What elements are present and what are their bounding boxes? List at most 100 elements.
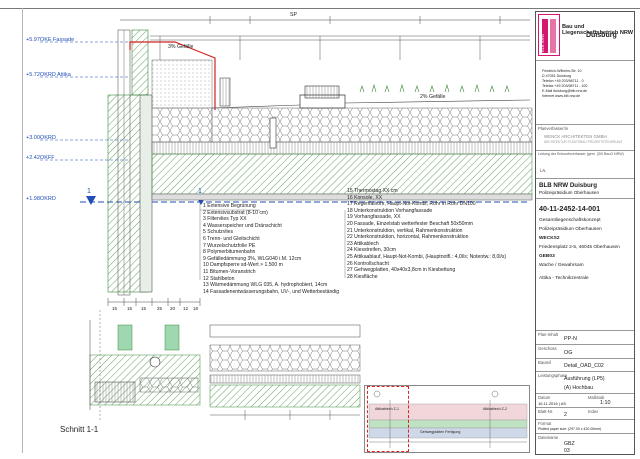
org-name: Bau und Liegenschaftsbetrieb NRW bbox=[562, 24, 634, 36]
legend-item: 15 Thermostag XX cm bbox=[347, 188, 398, 194]
legend-item: 11 Bitumen-Voranstrich bbox=[203, 268, 256, 275]
level-label-okrd-low: +1.98OKRD bbox=[26, 196, 56, 202]
roof-build-up bbox=[151, 59, 533, 201]
level-label-attika: +5.72OKRD Attika bbox=[26, 72, 71, 78]
planner-label: Planverfasser/in bbox=[538, 126, 569, 131]
level-label-facade: +5.97OKE Fassade bbox=[26, 37, 75, 43]
paper-value: Plotted paper size: (297.00 x 420.00mm) bbox=[538, 427, 602, 431]
level-label-okff: +2.42OKFF bbox=[26, 155, 55, 161]
legend-item: 13 Wärmedämmung WLG 035, A. hydrophobier… bbox=[203, 282, 328, 289]
phase-value: Ausführung (LP5) bbox=[564, 376, 605, 382]
project-line: Friedensplatz 2-5, 46045 Oberhausen bbox=[539, 245, 620, 250]
scale-value: 1:10 bbox=[600, 400, 611, 406]
phase-label: Leistungsphase bbox=[538, 373, 568, 378]
section-marker-left[interactable] bbox=[86, 196, 96, 205]
detail-value: Detail_OAD_C02 bbox=[564, 363, 604, 369]
legend-item: 17 Regenfallrohr, Haupt-Not-Kombi, Rohr … bbox=[347, 201, 476, 208]
legend-item: 3 Filtervlies Typ XX bbox=[203, 216, 247, 223]
phase-row: Leistungsphase Ausführung (LP5) (A) Hoch… bbox=[536, 371, 634, 393]
dim-value: 18 bbox=[193, 306, 199, 311]
legend-left: 1 Extensive Begrünung 2 Extensivsubstrat… bbox=[203, 203, 343, 295]
sheet-label: Blatt-Nr. bbox=[538, 409, 554, 414]
date-scale-row: Datum 16.11.2016 | AS Maßstab 1:10 bbox=[536, 393, 634, 407]
railing bbox=[150, 35, 530, 60]
key-plan-highlight[interactable] bbox=[367, 386, 409, 452]
section-title: Schnitt 1-1 bbox=[60, 425, 99, 434]
floor-label: Geschoss bbox=[538, 346, 557, 351]
dim-value: 12 bbox=[183, 306, 189, 311]
planner-block: Planverfasser/in WENCK ARCHITEKTEN GMBH … bbox=[536, 124, 634, 150]
project-line: Wache / Gewahrsam bbox=[539, 263, 584, 268]
legend-item: 18 Unterkonstruktion Vorhangfassade bbox=[347, 207, 433, 214]
dim-value: 15 bbox=[141, 306, 147, 311]
legend-item: 22 Unterkonstruktion, horizontal, Rahmen… bbox=[347, 234, 469, 241]
index-label: Index bbox=[588, 409, 599, 414]
file-label: Dateiname bbox=[538, 435, 559, 440]
address-line: Internet www.blb.nrw.de bbox=[542, 94, 581, 98]
section-marker-label-left: 1 bbox=[87, 188, 91, 195]
legend-item: 12 Stahlbeton bbox=[203, 275, 235, 282]
sheet-frame-left bbox=[22, 8, 23, 453]
attika-flashing[interactable] bbox=[129, 41, 216, 110]
key-plan-label-right: Attikablech Z-2 bbox=[483, 407, 507, 411]
plan-type-row: Plan-Inhalt PP-N bbox=[536, 330, 634, 344]
address-line: E-Mail duisburg@blb.nrw.de bbox=[542, 89, 587, 93]
detail-label: Bauteil bbox=[538, 360, 551, 365]
legend-item: 27 Gehwegplatten, 40x40x3,8cm in Kiesbet… bbox=[347, 267, 456, 274]
legend-item: 10 Dampfsperre sd-Wert > 1.500 m bbox=[203, 262, 283, 269]
legend-item: 4 Wasserspeicher und Dränschicht bbox=[203, 222, 282, 229]
slope-note-top: 3% Gefälle bbox=[168, 44, 194, 50]
project-line: Gesamtliegenschaftskonzept bbox=[539, 218, 601, 223]
date-value: 16.11.2016 | AS bbox=[538, 401, 567, 406]
planner-sub: ARCHITEKTUR STÄDTEBAU PROJEKTSTEUERUNG bbox=[544, 140, 623, 144]
legend-item: 19 Vorhangfassade, XX bbox=[347, 214, 401, 221]
project-line: Polizeipräsidium Oberhausen bbox=[539, 227, 602, 232]
legend-item: 9 Gefälledämmung 3%, WLG040 i.M. 12cm bbox=[203, 255, 302, 262]
legend-item: 25 Attikaablauf, Haupt-Not-Kombi, (Haupt… bbox=[347, 253, 507, 260]
dim-value: 20 bbox=[170, 306, 176, 311]
address-line: Telefax +49 203/98711 - 100 bbox=[542, 84, 588, 88]
dim-value: 15 bbox=[112, 306, 118, 311]
client-block: BLB NRW Duisburg Polizeipräsidium Oberha… bbox=[536, 178, 634, 198]
subphase-value: (A) Hochbau bbox=[564, 385, 594, 391]
title-block: BLB NRW Bau und Liegenschaftsbetrieb NRW… bbox=[535, 11, 635, 455]
client-sub: Polizeipräsidium Oberhausen bbox=[539, 190, 600, 195]
paper-row: Format Plotted paper size: (297.00 x 420… bbox=[536, 419, 634, 433]
key-plan-label-bottom: Gehwegplatten Fertigung bbox=[420, 430, 461, 434]
detail-row: Bauteil Detail_OAD_C02 bbox=[536, 358, 634, 371]
org-city: Duisburg bbox=[586, 32, 617, 39]
paper-label: Format bbox=[538, 421, 552, 426]
top-dimension-label: SP bbox=[290, 12, 297, 18]
address-line: D 47051 Duisburg bbox=[542, 74, 571, 78]
project-line: GEB03 bbox=[539, 254, 555, 259]
dim-value: 15 bbox=[127, 306, 133, 311]
legend-right: 15 Thermostag XX cm 16 Konsole, XX 17 Re… bbox=[347, 188, 532, 280]
key-plan[interactable]: Attikablech Z-1 Attikablech Z-2 Gehwegpl… bbox=[364, 385, 530, 453]
blb-logo: BLB NRW bbox=[538, 14, 560, 56]
floor-row: Geschoss OG bbox=[536, 344, 634, 358]
legend-item: 6 Trenn- und Gleitschicht bbox=[203, 235, 260, 242]
floor-value: OG bbox=[564, 350, 573, 356]
legend-item: 23 Attikablech bbox=[347, 240, 379, 247]
logo-text: BLB NRW bbox=[540, 33, 545, 52]
sheet-frame-top bbox=[0, 8, 640, 9]
file-row: Dateiname GBZ 03 bbox=[536, 433, 634, 455]
project-number: 40-11-2452-14-001 bbox=[539, 204, 601, 213]
legend-item: 8 Polymerbitumenbahn bbox=[203, 249, 256, 256]
address-line: Telefon +49 203/98711 - 0 bbox=[542, 79, 584, 83]
index-value: 03 bbox=[564, 448, 570, 454]
sheet-value: 2 bbox=[564, 412, 567, 418]
level-label-okrd: +3.00OKRD bbox=[26, 135, 56, 141]
legend-item: 16 Konsole, XX bbox=[347, 194, 383, 201]
legend-item: 28 Kiesfläche bbox=[347, 273, 378, 280]
approval-block: Leitung der Entwurfsverfasser (gem. §59 … bbox=[536, 150, 634, 178]
leader-lines bbox=[199, 200, 346, 280]
legend-item: 2 Extensivsubstrat (8-10 cm) bbox=[203, 209, 268, 216]
key-plan-label-left: Attikablech Z-1 bbox=[375, 407, 399, 411]
section-marker-label-right: 1 bbox=[198, 188, 202, 195]
lower-detail[interactable] bbox=[89, 310, 361, 420]
legend-item: 21 Unterkonstruktion, vertikal, Rahmenko… bbox=[347, 227, 463, 234]
legend-item: 5 Schutzvlies bbox=[203, 229, 234, 236]
